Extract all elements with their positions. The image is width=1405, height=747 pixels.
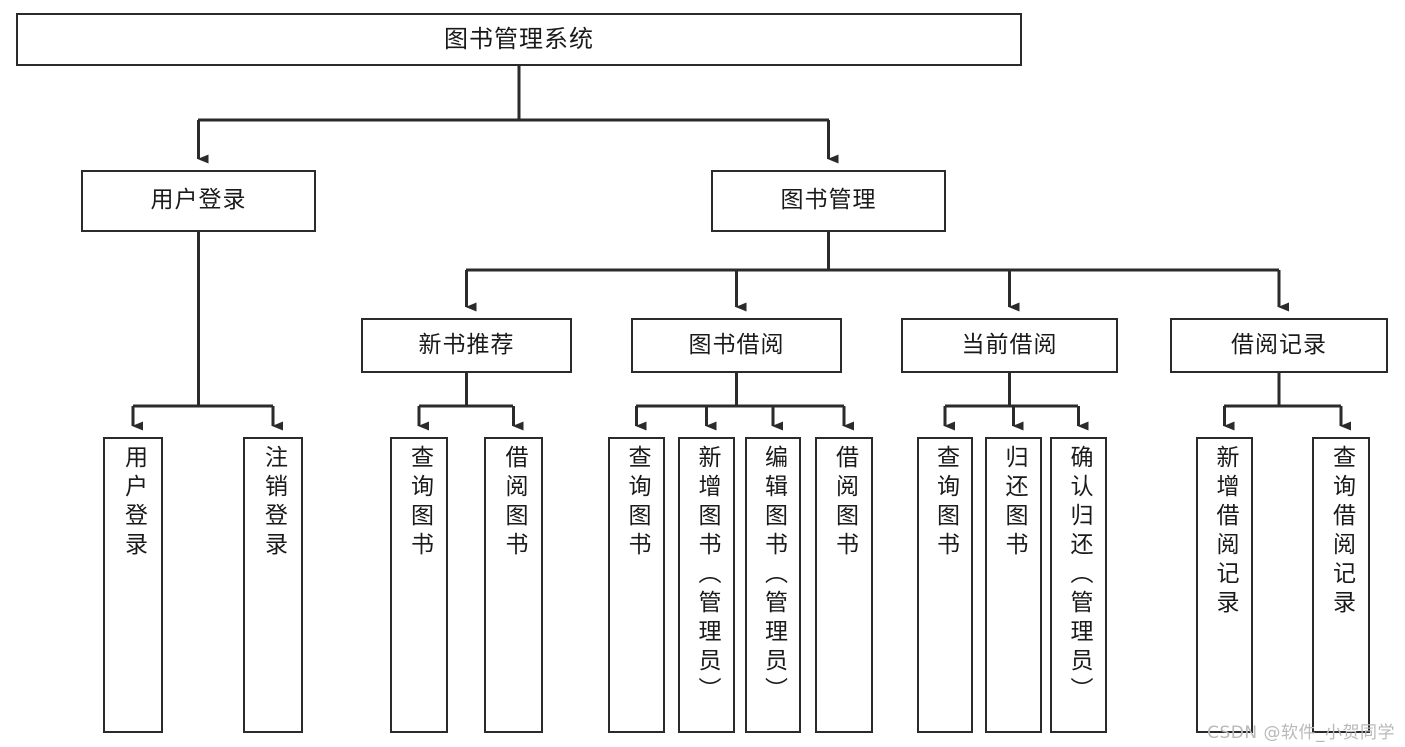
node-label: 归还图书 — [1001, 445, 1027, 561]
node-book-borrow[interactable]: 图书借阅 — [631, 318, 842, 373]
node-root[interactable]: 图书管理系统 — [16, 13, 1022, 66]
node-label: 借阅记录 — [1231, 331, 1327, 358]
node-leaf-user-logout[interactable]: 注销登录 — [243, 437, 303, 733]
node-label: 确认归还（管理员） — [1066, 445, 1092, 706]
node-label: 用户登录 — [150, 187, 247, 214]
node-leaf-add-book[interactable]: 新增图书（管理员） — [678, 437, 735, 733]
node-borrow-record[interactable]: 借阅记录 — [1170, 318, 1388, 373]
node-leaf-user-login[interactable]: 用户登录 — [103, 437, 163, 733]
node-label: 图书管理 — [780, 187, 877, 214]
node-leaf-borrow-book-1[interactable]: 借阅图书 — [484, 437, 543, 733]
node-label: 借阅图书 — [831, 445, 858, 561]
node-label: 图书借阅 — [688, 331, 785, 358]
node-leaf-query-book-1[interactable]: 查询图书 — [390, 437, 448, 733]
node-label: 查询借阅记录 — [1328, 445, 1355, 619]
node-label: 查询图书 — [624, 445, 650, 561]
node-leaf-query-record[interactable]: 查询借阅记录 — [1312, 437, 1370, 733]
node-label: 编辑图书（管理员） — [760, 445, 787, 706]
node-leaf-query-book-3[interactable]: 查询图书 — [917, 437, 973, 733]
node-label: 注销登录 — [260, 445, 287, 561]
node-leaf-confirm-return[interactable]: 确认归还（管理员） — [1050, 437, 1107, 733]
node-label: 新增借阅记录 — [1212, 445, 1238, 619]
node-leaf-edit-book[interactable]: 编辑图书（管理员） — [745, 437, 801, 733]
node-current-borrow[interactable]: 当前借阅 — [901, 318, 1118, 373]
node-label: 新增图书（管理员） — [694, 445, 720, 706]
node-label: 新书推荐 — [418, 331, 515, 358]
node-leaf-add-record[interactable]: 新增借阅记录 — [1196, 437, 1253, 733]
node-leaf-borrow-book-2[interactable]: 借阅图书 — [815, 437, 873, 733]
node-leaf-return-book[interactable]: 归还图书 — [985, 437, 1042, 733]
node-label: 当前借阅 — [961, 331, 1058, 358]
node-label: 查询图书 — [932, 445, 959, 561]
node-label: 用户登录 — [120, 445, 147, 561]
node-leaf-query-book-2[interactable]: 查询图书 — [608, 437, 665, 733]
node-label: 查询图书 — [406, 445, 433, 561]
node-new-book-rec[interactable]: 新书推荐 — [361, 318, 572, 373]
node-book-manage[interactable]: 图书管理 — [711, 170, 946, 232]
node-user-login[interactable]: 用户登录 — [81, 170, 316, 232]
watermark-text: CSDN @软件_小贺同学 — [1207, 723, 1395, 743]
node-label: 借阅图书 — [501, 445, 527, 561]
node-label: 图书管理系统 — [444, 25, 594, 54]
